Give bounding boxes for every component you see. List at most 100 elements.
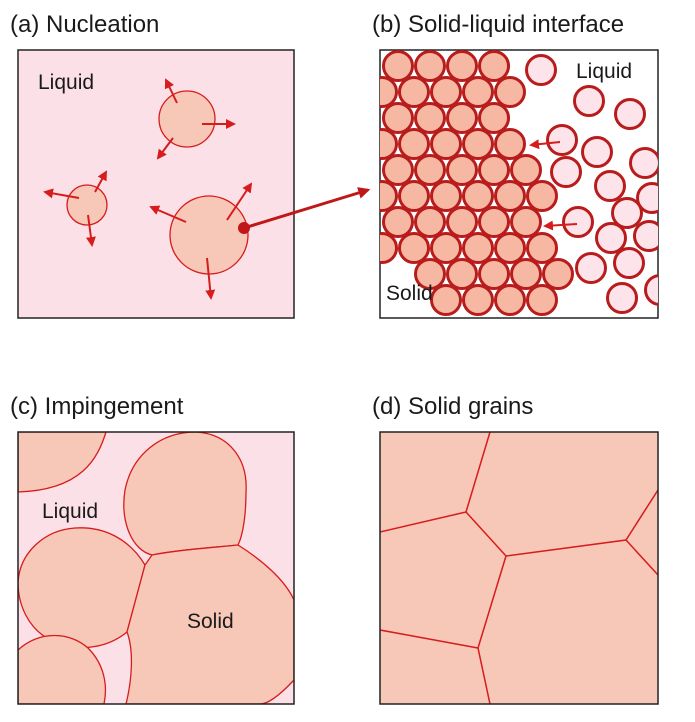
zoom-connector: [238, 187, 371, 234]
liquid-atom: [611, 197, 643, 229]
liquid-atom: [644, 274, 658, 306]
liquid-atom: [575, 252, 607, 284]
panel-c-liquid-label: Liquid: [42, 500, 98, 523]
solid-atom: [430, 76, 462, 108]
solid-atom: [382, 206, 414, 238]
solid-atom: [382, 154, 414, 186]
panel-c-solid-label: Solid: [187, 610, 234, 633]
solid-atom: [494, 180, 526, 212]
liquid-atom: [546, 124, 578, 156]
grain-boundary: [477, 647, 491, 704]
panel-a-liquid-label: Liquid: [38, 71, 94, 94]
solid-atom: [510, 206, 542, 238]
liquid-atom: [550, 156, 582, 188]
solid-atom: [382, 50, 414, 82]
growth-arrow: [205, 257, 216, 300]
grain-boundaries: [380, 432, 658, 704]
solid-atom: [526, 284, 558, 316]
solid-atom: [380, 232, 398, 264]
solid-atom: [542, 258, 574, 290]
panel-b-title: (b) Solid-liquid interface: [372, 11, 624, 38]
solid-atom: [446, 258, 478, 290]
solid-atom: [494, 128, 526, 160]
solid-atom: [510, 154, 542, 186]
solid-atom: [414, 258, 446, 290]
panel-b: (b) Solid-liquid interface Liquid Solid: [372, 11, 659, 319]
solid-atom: [398, 180, 430, 212]
liquid-atom: [636, 182, 658, 214]
solid-atom: [398, 76, 430, 108]
solid-atom: [462, 76, 494, 108]
solid-atom: [494, 284, 526, 316]
solid-atom: [398, 232, 430, 264]
grain: [18, 527, 146, 649]
grain-boundary: [625, 539, 658, 576]
solid-atom: [380, 128, 398, 160]
atom-lattice: [380, 50, 658, 316]
solid-atom: [380, 76, 398, 108]
solid-atom: [494, 232, 526, 264]
solid-atom: [446, 50, 478, 82]
liquid-atom: [614, 98, 646, 130]
growth-arrow: [43, 188, 80, 199]
solid-atom: [526, 232, 558, 264]
solid-atom: [478, 50, 510, 82]
solid-atom: [382, 102, 414, 134]
solid-atom: [430, 284, 462, 316]
liquid-atom: [613, 247, 645, 279]
growth-arrow: [226, 182, 253, 221]
growth-arrow: [156, 137, 174, 160]
solid-atom: [462, 232, 494, 264]
solid-atom: [446, 102, 478, 134]
growth-arrow: [149, 205, 187, 223]
panel-d-title: (d) Solid grains: [372, 393, 533, 420]
panel-c: (c) Impingement Liquid Solid: [10, 393, 295, 705]
solid-atom: [494, 76, 526, 108]
zoom-point: [238, 222, 250, 234]
panel-d: (d) Solid grains: [372, 393, 659, 705]
solid-atom: [478, 206, 510, 238]
liquid-atom: [595, 222, 627, 254]
liquid-atom: [606, 282, 638, 314]
liquid-atom: [629, 147, 658, 179]
solid-atom: [414, 102, 446, 134]
panel-c-title: (c) Impingement: [10, 393, 184, 420]
solid-atom: [446, 154, 478, 186]
liquid-atom: [573, 85, 605, 117]
solid-atom: [478, 258, 510, 290]
solid-atom: [414, 206, 446, 238]
liquid-atom: [581, 136, 613, 168]
solid-atom: [510, 258, 542, 290]
solid-atom: [380, 180, 398, 212]
nucleus: [158, 90, 216, 148]
solid-atom: [462, 284, 494, 316]
panel-d-frame: [379, 431, 659, 705]
panel-a-title: (a) Nucleation: [10, 11, 159, 38]
liquid-atom-arrow: [543, 220, 578, 231]
panel-d-solid: [380, 432, 658, 704]
panel-c-grains: [18, 432, 294, 704]
solid-atom: [414, 154, 446, 186]
liquid-atom: [525, 54, 557, 86]
solid-atom: [430, 232, 462, 264]
growth-arrow: [164, 78, 178, 104]
growth-arrow: [85, 214, 96, 247]
liquid-atom: [594, 170, 626, 202]
grain: [18, 432, 107, 493]
solid-atom: [478, 102, 510, 134]
solid-atom: [526, 180, 558, 212]
liquid-atom: [633, 220, 658, 252]
panel-c-frame: [17, 431, 295, 705]
solid-atom: [398, 128, 430, 160]
solid-atom: [430, 180, 462, 212]
nucleus: [66, 184, 108, 226]
solid-atom: [446, 206, 478, 238]
panel-a: (a) Nucleation Liquid: [10, 11, 295, 319]
solid-atom: [462, 128, 494, 160]
grain-boundary: [465, 489, 658, 557]
solid-atom: [478, 154, 510, 186]
growth-arrow: [94, 170, 107, 193]
liquid-atom-arrow: [529, 139, 561, 150]
solid-atom: [462, 180, 494, 212]
